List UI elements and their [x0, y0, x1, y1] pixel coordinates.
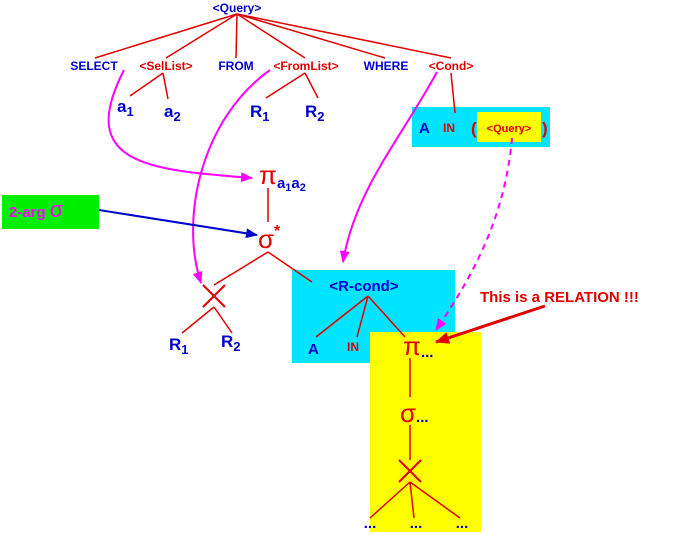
algebra-tree-edges — [181, 188, 461, 519]
arrow-relation-note — [435, 304, 546, 344]
rel-r1: R1 — [250, 102, 270, 124]
subquery-box — [370, 332, 481, 532]
query-highlight — [477, 112, 541, 142]
sub-pi-operator: π... — [403, 331, 433, 361]
attr-a2: a2 — [164, 102, 181, 124]
cond-box-open-paren: ( — [471, 119, 477, 138]
from-label: FROM — [218, 59, 253, 73]
where-label: WHERE — [364, 59, 409, 73]
arrow-fromlist-to-cross — [192, 69, 271, 284]
rel-r2: R2 — [305, 102, 325, 124]
sigma-operator: σ* — [258, 223, 281, 254]
alg-rel-r2: R2 — [221, 332, 241, 354]
arrow-subquery-dashed — [435, 137, 513, 331]
two-arg-sigma-box — [2, 195, 99, 229]
sellist-label: <SelList> — [139, 59, 192, 73]
sub-leaf-1: ... — [364, 515, 377, 532]
sub-sigma-operator: σ... — [400, 398, 429, 428]
attr-a1: a1 — [117, 97, 134, 119]
select-label: SELECT — [70, 59, 118, 73]
cond-box-in: IN — [443, 121, 455, 135]
sub-leaf-3: ... — [456, 515, 469, 532]
cond-box-close-paren: ) — [542, 119, 548, 138]
cond-label: <Cond> — [429, 59, 474, 73]
parse-tree-edges — [94, 13, 456, 114]
arrow-two-arg-sigma — [98, 209, 258, 239]
rcond-a: A — [308, 341, 319, 358]
sub-leaf-2: ... — [410, 515, 423, 532]
rcond-title: <R-cond> — [329, 278, 398, 295]
pi-operator: πa1a2 — [259, 160, 306, 194]
root-query-label: <Query> — [213, 1, 262, 15]
relation-note: This is a RELATION !!! — [480, 289, 639, 306]
rcond-in: IN — [347, 340, 359, 354]
cross-symbols — [202, 284, 422, 483]
arrow-sellist-to-pi — [107, 69, 253, 183]
fromlist-label: <FromList> — [273, 59, 338, 73]
cond-box-a: A — [419, 120, 430, 137]
arrow-cond-to-rcond — [339, 71, 438, 263]
cond-box-query: <Query> — [487, 123, 532, 135]
alg-rel-r1: R1 — [169, 335, 189, 357]
